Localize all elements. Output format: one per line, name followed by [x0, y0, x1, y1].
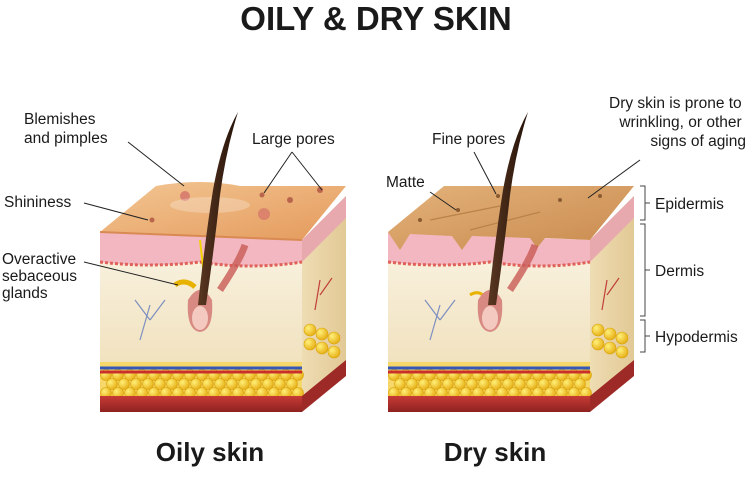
fat-cell: [514, 378, 526, 390]
fat-cell: [603, 327, 617, 341]
label-matte: Matte: [386, 174, 425, 191]
fat-cell: [327, 331, 341, 345]
fat-cell: [315, 341, 329, 355]
fat-cell: [142, 378, 154, 390]
label-aging: Dry skin is prone to wrinkling, or other…: [609, 95, 746, 150]
label-large-pores: Large pores: [252, 131, 335, 148]
oily-hair: [198, 112, 238, 305]
fat-cell: [303, 337, 317, 351]
fat-cell: [562, 378, 574, 390]
leader-fine-pores: [473, 151, 497, 195]
fat-cell: [430, 378, 442, 390]
fat-cell: [315, 327, 329, 341]
fat-cell: [502, 378, 514, 390]
oily-muscle: [100, 396, 302, 412]
fat-cell: [526, 378, 538, 390]
fat-cell: [106, 378, 118, 390]
fat-cell: [214, 378, 226, 390]
fat-cell: [478, 378, 490, 390]
fat-cell: [303, 323, 317, 337]
dry-skin-block: [387, 112, 634, 412]
label-fine-pores: Fine pores: [432, 131, 505, 148]
fat-cell: [454, 378, 466, 390]
leader-aging: [587, 159, 641, 199]
leader-shininess: [83, 202, 149, 221]
page-title: OILY & DRY SKIN: [240, 0, 511, 37]
caption-oily-skin: Oily skin: [156, 437, 264, 467]
fat-cell: [591, 337, 605, 351]
hypodermis-brace: [640, 319, 650, 353]
fat-cell: [538, 378, 550, 390]
fat-cell: [615, 331, 629, 345]
fat-cell: [238, 378, 250, 390]
fat-cell: [190, 378, 202, 390]
fat-cell: [274, 378, 286, 390]
fat-cell: [603, 341, 617, 355]
fat-cell: [154, 378, 166, 390]
fat-cell: [250, 378, 262, 390]
label-blemishes: Blemishes and pimples: [24, 111, 108, 147]
caption-dry-skin: Dry skin: [444, 437, 547, 467]
dry-muscle: [388, 396, 590, 412]
fat-cell: [442, 378, 454, 390]
fat-cell: [466, 378, 478, 390]
fat-cell: [615, 345, 629, 359]
oily-skin-block: [99, 112, 346, 412]
fat-cell: [178, 378, 190, 390]
fat-cell: [490, 378, 502, 390]
fat-cell: [418, 378, 430, 390]
label-hypodermis: Hypodermis: [655, 329, 738, 346]
fat-cell: [591, 323, 605, 337]
epidermis-brace: [640, 185, 650, 221]
fat-cell: [226, 378, 238, 390]
label-dermis: Dermis: [655, 263, 704, 280]
dermis-brace: [640, 223, 650, 317]
fat-cell: [327, 345, 341, 359]
dry-hair: [488, 112, 528, 305]
leader-blemishes: [127, 141, 185, 187]
fat-cell: [202, 378, 214, 390]
fat-cell: [166, 378, 178, 390]
leader-matte: [429, 191, 457, 211]
label-shininess: Shininess: [4, 194, 71, 211]
oily-top-surface: [100, 182, 346, 240]
fat-cell: [406, 378, 418, 390]
fat-cell: [118, 378, 130, 390]
label-sebaceous-glands: Overactive sebaceous glands: [2, 251, 81, 302]
fat-cell: [262, 378, 274, 390]
leader-large-pores: [263, 151, 323, 194]
fat-cell: [130, 378, 142, 390]
dry-top-surface: [388, 186, 634, 250]
label-epidermis: Epidermis: [655, 196, 724, 213]
fat-cell: [550, 378, 562, 390]
fat-cell: [394, 378, 406, 390]
fat-cell: [574, 378, 586, 390]
leader-sebaceous-glands: [83, 261, 179, 286]
fat-cell: [286, 378, 298, 390]
